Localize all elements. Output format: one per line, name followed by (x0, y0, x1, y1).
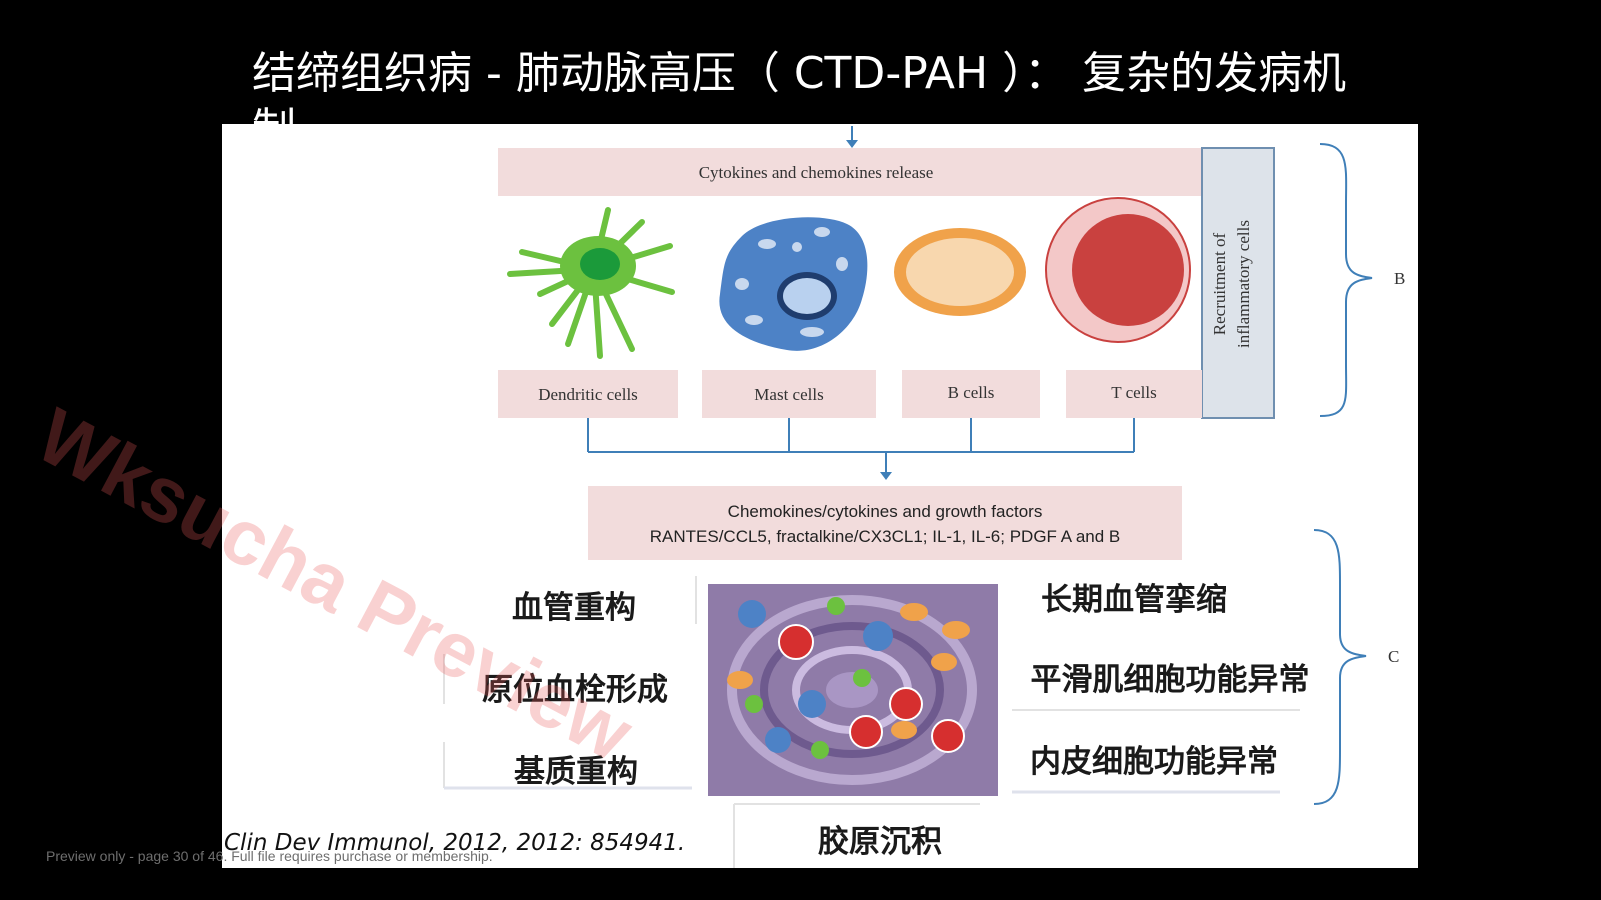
effect-smooth-muscle-dysfunction: 平滑肌细胞功能异常 (1031, 662, 1310, 698)
recruitment-box (1201, 147, 1275, 419)
growth-factors-line2: RANTES/CCL5, fractalkine/CX3CL1; IL-1, I… (650, 527, 1121, 546)
effect-endothelial-dysfunction: 内皮细胞功能异常 (1030, 744, 1278, 780)
recruitment-label-line2: inflammatory cells (1234, 220, 1253, 348)
effect-collagen-deposition: 胶原沉积 (818, 824, 942, 860)
pathogenesis-diagram: Cytokines and chemokines release Recruit… (224, 126, 1405, 868)
cytokines-release-box (498, 148, 1204, 196)
growth-factors-line1: Chemokines/cytokines and growth factors (728, 502, 1043, 521)
bracket-b (1319, 143, 1373, 417)
mast-cell-illustration (719, 217, 868, 351)
bracket-c-label: C (1388, 647, 1399, 666)
effect-long-term-vasospasm: 长期血管挛缩 (1041, 582, 1227, 618)
cytokines-release-label: Cytokines and chemokines release (699, 163, 934, 182)
growth-factors-box (588, 486, 1182, 560)
t-cell-illustration (1045, 197, 1191, 343)
histology-image (708, 584, 998, 796)
effect-matrix-remodeling: 基质重构 (514, 754, 638, 790)
t-cells-label: T cells (1111, 383, 1156, 402)
dendritic-cell-illustration (507, 207, 675, 359)
bracket-c (1313, 529, 1367, 805)
bracket-b-label: B (1394, 269, 1405, 288)
effect-in-situ-thrombosis: 原位血栓形成 (482, 672, 668, 708)
pathogenesis-figure: Cytokines and chemokines release Recruit… (222, 124, 1418, 868)
preview-footer: Preview only - page 30 of 46. Full file … (46, 848, 493, 864)
dendritic-cells-label: Dendritic cells (538, 385, 638, 404)
top-arrow-head (846, 140, 858, 148)
dendritic-cells-box (498, 370, 678, 418)
effect-vascular-remodeling: 血管重构 (512, 590, 636, 626)
t-cells-box (1066, 370, 1202, 418)
cell-connector-lines (587, 418, 1135, 476)
slide-title: 结缔组织病 - 肺动脉高压（ CTD-PAH ）： 复杂的发病机制 (252, 48, 1347, 124)
mast-cells-label: Mast cells (754, 385, 823, 404)
recruitment-label-line1: Recruitment of (1210, 232, 1229, 335)
b-cells-label: B cells (948, 383, 995, 402)
mast-cells-box (702, 370, 876, 418)
mid-arrow-head (880, 472, 892, 480)
b-cells-box (902, 370, 1040, 418)
citation: Clin Dev Immunol, 2012, 2012: 854941. (224, 830, 685, 856)
b-cell-illustration (894, 228, 1026, 316)
